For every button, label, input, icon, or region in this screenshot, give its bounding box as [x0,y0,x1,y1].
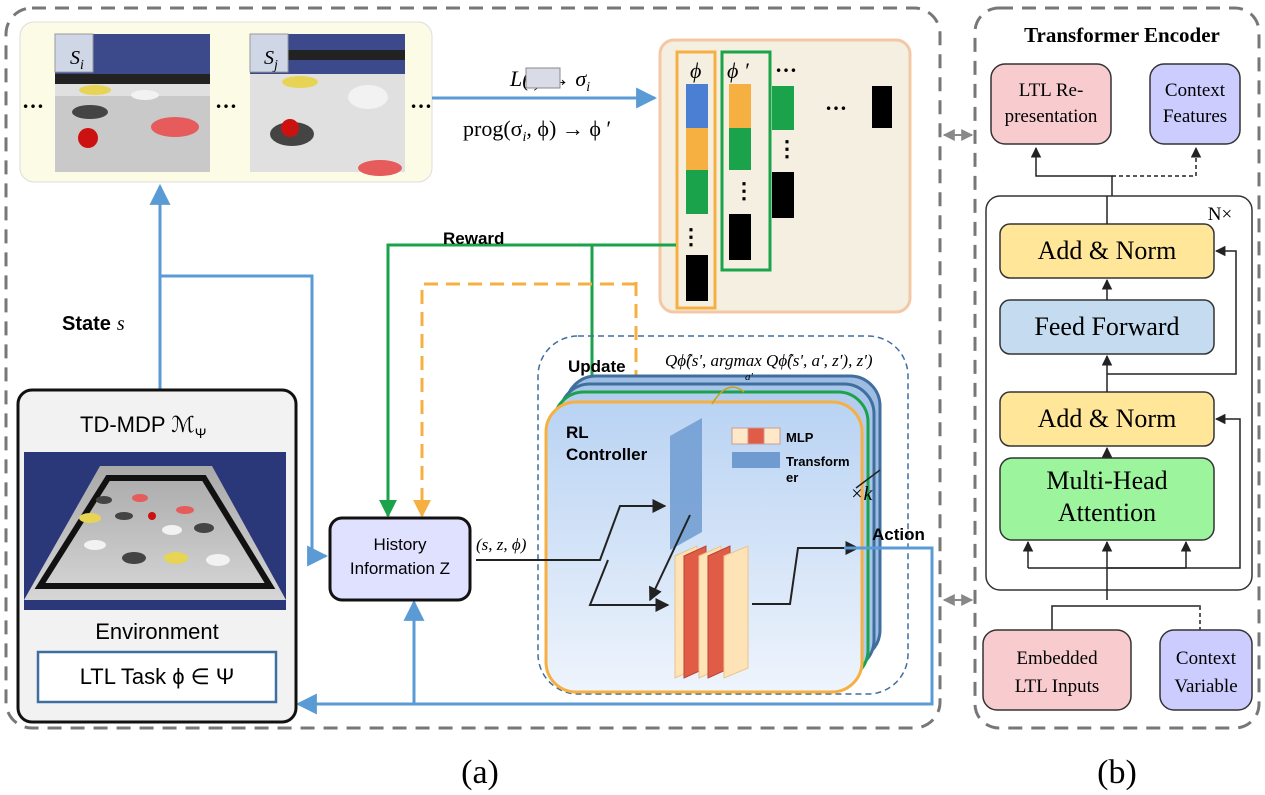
state-i-label: Si [70,47,84,73]
transformer-block [670,418,702,550]
environment-box: TD-MDP ℳΨ Environment LTL Task ϕ ∈ Ψ [16,388,298,724]
environment-scene [24,452,286,610]
transformer-legend-swatch [732,452,780,468]
phi-prime-token-black [729,214,751,260]
encoder-output-to-ltl [1030,146,1113,196]
next-token-green [772,86,794,130]
context-variable-box [1159,629,1253,711]
encoder-output-to-context [1112,146,1202,177]
rl-controller-stack [537,335,909,695]
panel-a-border [4,6,942,730]
phi-token-green [686,170,708,214]
q-target-formula: Qϕ̂(s', argmax Qϕ̂(s', a', z'), z') [665,351,873,370]
input-to-transformer-arrow [476,499,667,561]
mlp-layers [674,545,749,679]
mlp-legend-swatch-3 [763,427,781,445]
ltl-representation-box [990,63,1112,145]
add-norm-top-label: Add & Norm [1038,236,1177,265]
phi-prime-label: ϕ ′ [727,58,750,83]
ltl-representation-label: LTL Re-presentation [1005,80,1098,127]
encoder-title: Transformer Encoder [1024,23,1220,47]
phi-sequence-frame [675,50,717,310]
phi-label: ϕ [690,58,701,83]
context-features-box [1149,63,1241,145]
environment-label: Environment [95,619,219,644]
phi-prime-token-orange [729,84,751,128]
mlp-legend-swatch-1 [731,427,749,445]
history-information-box [328,516,472,602]
state-j-label: Sj [264,47,278,73]
next-token-black [772,172,794,218]
q-target-hook [711,386,745,405]
ltl-progression-panel: ϕ ϕ ′ … … ⋮ ⋮ ⋮ [658,38,912,314]
last-token-black [872,86,892,128]
caption-a: (a) [461,754,499,791]
scene-state-i [54,33,210,172]
embedded-ltl-inputs-box [982,629,1132,711]
phi-token-blue [686,84,708,128]
feed-forward-label: Feed Forward [1034,312,1179,341]
encoder-input-join [1051,605,1201,630]
reward-arrow [379,243,676,518]
action-label: Action [872,525,925,544]
state-to-history-arrow [160,274,329,567]
input-to-mlp-arrow [588,559,670,612]
phi-token-orange [686,128,708,170]
labelling-thumbnail [525,67,561,89]
sequence-ellipsis-1: … [775,52,797,77]
formula-to-history-arrow [413,282,636,518]
phi-prime-sequence-frame [720,50,772,272]
panel-b-border [973,6,1261,730]
progression-equation: prog(σi, ϕ) → ϕ ′ [463,116,611,145]
mlp-legend-swatch-2 [747,427,765,445]
q-target-sub: a' [745,371,754,383]
next-vdots: ⋮ [776,136,798,161]
sequence-ellipsis-2: … [825,90,847,115]
times-k-tick [855,469,881,489]
phi-vdots: ⋮ [680,224,702,249]
ltl-task-box [36,650,278,704]
layer-repeat-label: N× [1208,204,1232,225]
transformer-to-mlp-arrow [649,514,691,602]
mlp-legend-label: MLP [786,430,814,445]
reward-label: Reward [443,229,504,248]
phi-prime-token-green [729,128,751,170]
td-mdp-title: TD-MDP ℳΨ [80,412,206,441]
ellipsis-left: … [22,88,44,113]
add-norm-bottom-label: Add & Norm [1038,404,1177,433]
update-label: Update [568,357,626,376]
ellipsis-right: … [410,88,432,113]
residual-ff [1107,245,1237,375]
mlp-to-action-arrow [752,541,860,605]
state-sequence-strip: Si Sj … … … [19,21,433,183]
action-arrow [295,546,934,715]
history-tuple: (s, z, ϕ) [476,535,527,554]
update-dashed-frame [537,335,909,695]
ltl-task-label: LTL Task ϕ ∈ Ψ [80,664,235,689]
times-k-label: ×k [850,483,873,505]
scene-state-j [249,33,405,176]
caption-b: (b) [1097,754,1137,791]
ellipsis-middle: … [215,88,237,113]
phi-token-black [686,255,708,301]
phi-prime-vdots: ⋮ [733,178,755,203]
